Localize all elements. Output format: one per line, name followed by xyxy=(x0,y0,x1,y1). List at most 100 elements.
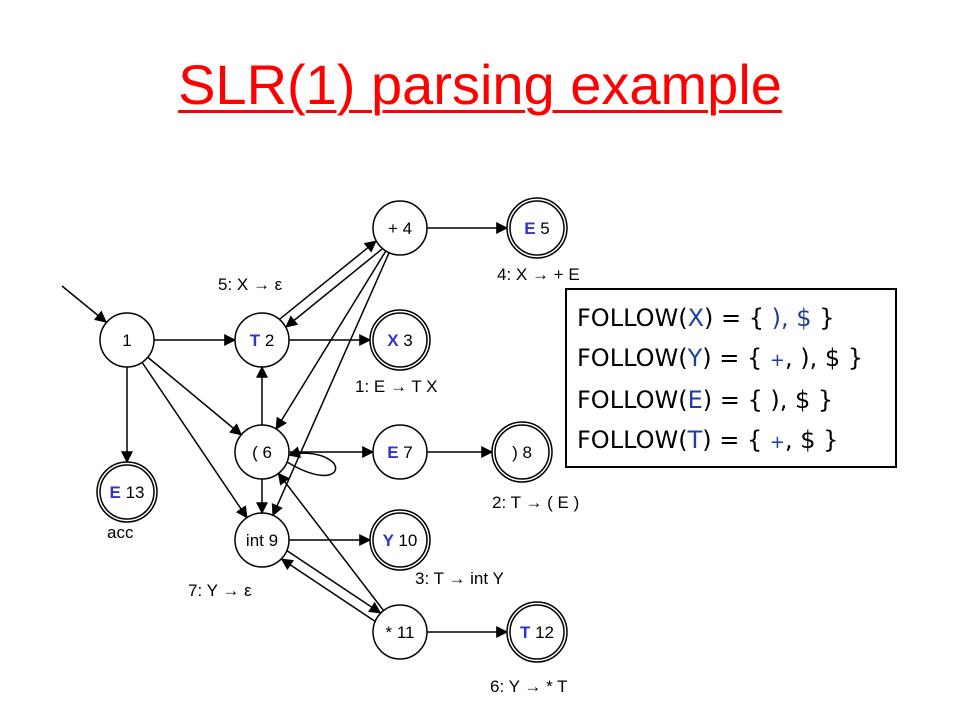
state-label: int 9 xyxy=(246,531,278,550)
state-node-s3: X 3 xyxy=(369,309,431,371)
follow-open: ) = { xyxy=(704,304,772,332)
state-node-s2: T 2 xyxy=(234,312,290,368)
follow-line: FOLLOW(Y) = { +, ), $ } xyxy=(577,344,863,372)
state-node-s8: ) 8 xyxy=(491,421,553,483)
state-node-s11: * 11 xyxy=(372,604,428,660)
state-symbol: T xyxy=(520,623,535,642)
follow-variable: T xyxy=(687,426,703,454)
state-number: 3 xyxy=(403,331,412,350)
production-3-label: 3: T → int Y xyxy=(415,569,504,588)
follow-close: } xyxy=(815,426,839,454)
state-symbol: X xyxy=(387,331,403,350)
follow-item: + xyxy=(769,350,785,371)
state-circle xyxy=(509,200,565,256)
edge-s1-s6 xyxy=(147,356,243,436)
state-number: 5 xyxy=(540,219,549,238)
state-label: X 3 xyxy=(387,331,413,350)
state-label: E 7 xyxy=(387,443,413,462)
production-6-label: 6: Y → * T xyxy=(490,677,568,696)
follow-variable: Y xyxy=(687,344,703,372)
edge-s4-s9 xyxy=(271,252,390,517)
edge-s6-s6-loop xyxy=(286,446,337,477)
state-number: 10 xyxy=(398,531,417,550)
state-circle xyxy=(234,512,290,568)
state-node-s5: E 5 xyxy=(506,197,568,259)
state-label: ) 8 xyxy=(512,443,532,462)
follow-prefix: FOLLOW( xyxy=(577,426,688,454)
edge-s4-s2 xyxy=(285,248,383,328)
state-circle xyxy=(99,312,155,368)
state-label: E 13 xyxy=(110,483,145,502)
state-node-s4: + 4 xyxy=(372,200,428,256)
state-number: 12 xyxy=(535,623,554,642)
state-number: 1 xyxy=(122,331,131,350)
state-node-s1: 1 xyxy=(99,312,155,368)
follow-item: , ), $ xyxy=(784,344,841,372)
production-7-label: 7: Y → ε xyxy=(188,581,252,600)
state-label: * 11 xyxy=(386,623,415,642)
state-number: + 4 xyxy=(388,219,412,238)
state-number: 2 xyxy=(265,331,274,350)
follow-close: } xyxy=(810,386,834,414)
state-circle xyxy=(234,424,290,480)
start-arrow xyxy=(61,285,107,323)
follow-line: FOLLOW(E) = { ), $ } xyxy=(577,386,833,414)
state-number: ) 8 xyxy=(512,443,532,462)
follow-open: ) = { xyxy=(702,386,771,414)
state-node-s9: int 9 xyxy=(234,512,290,568)
state-node-s12: T 12 xyxy=(506,601,568,663)
production-1-label: 1: E → T X xyxy=(355,377,438,396)
state-number: * 11 xyxy=(386,623,415,642)
state-number: 13 xyxy=(126,483,145,502)
state-label: ( 6 xyxy=(252,443,272,462)
state-symbol: E xyxy=(387,443,403,462)
follow-close: } xyxy=(840,344,864,372)
transition-edges xyxy=(61,222,509,638)
state-number: ( 6 xyxy=(252,443,272,462)
state-symbol: E xyxy=(110,483,126,502)
state-symbol: E xyxy=(524,219,540,238)
state-node-s10: Y 10 xyxy=(369,509,431,571)
state-symbol: T xyxy=(250,331,265,350)
follow-open: ) = { xyxy=(702,344,770,372)
edge-s2-s4 xyxy=(279,240,377,320)
follow-item: ), $ xyxy=(770,386,811,414)
slide-title: SLR(1) parsing example xyxy=(178,53,782,116)
state-circle xyxy=(494,424,550,480)
production-4-label: 4: X → + E xyxy=(497,265,580,284)
follow-item: ), $ xyxy=(771,304,812,332)
edge-s11-s6 xyxy=(277,472,385,612)
state-circle xyxy=(372,512,428,568)
state-circle xyxy=(372,200,428,256)
state-circle xyxy=(372,604,428,660)
state-circle xyxy=(372,424,428,480)
follow-variable: E xyxy=(687,386,703,414)
state-label: T 12 xyxy=(520,623,554,642)
state-number: 7 xyxy=(403,443,412,462)
state-number: int 9 xyxy=(246,531,278,550)
state-label: Y 10 xyxy=(383,531,418,550)
state-symbol: Y xyxy=(383,531,399,550)
acc-label: acc xyxy=(107,523,134,542)
state-node-s13: E 13 xyxy=(96,461,158,523)
state-label: + 4 xyxy=(388,219,412,238)
state-label: 1 xyxy=(122,331,131,350)
edge-s9-s11 xyxy=(286,550,382,614)
edge-s11-s9 xyxy=(280,558,376,622)
production-2-label: 2: T → ( E ) xyxy=(492,493,579,512)
follow-open: ) = { xyxy=(702,426,770,454)
follow-item: , $ xyxy=(784,426,816,454)
state-label: T 2 xyxy=(250,331,275,350)
follow-line: FOLLOW(X) = { ), $ } xyxy=(577,304,834,332)
follow-variable: X xyxy=(687,304,705,332)
state-node-s7: E 7 xyxy=(372,424,428,480)
state-label: E 5 xyxy=(524,219,550,238)
follow-item: + xyxy=(769,432,785,453)
state-circle xyxy=(372,312,428,368)
production-5-label: 5: X → ε xyxy=(218,275,283,294)
follow-prefix: FOLLOW( xyxy=(577,386,688,414)
state-circle xyxy=(234,312,290,368)
follow-prefix: FOLLOW( xyxy=(577,344,688,372)
